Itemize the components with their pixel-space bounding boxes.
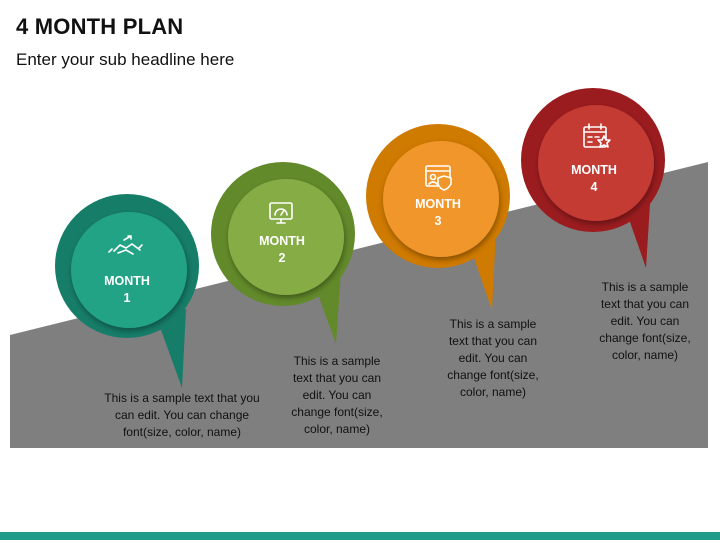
month-3-label: MONTH [415,197,461,211]
page-title: 4 MONTH PLAN [16,14,184,39]
month-1-marker[interactable]: MONTH 1 [55,194,199,388]
month-2-caption: This is a sample text that you can edit.… [291,354,383,436]
calendar-star-icon [583,123,611,148]
month-3-inner-circle [383,141,499,257]
month-3-caption: This is a sample text that you can edit.… [447,317,539,399]
month-1-inner-circle [71,212,187,328]
month-4-number: 4 [591,180,598,194]
gray-ramp [10,162,708,448]
month-3-marker[interactable]: MONTH 3 [366,124,510,310]
month-4-inner-circle [538,105,654,221]
bottom-accent-bar [0,532,720,540]
month-1-pin-tail [156,309,186,388]
month-3-number: 3 [435,214,442,228]
month-4-marker[interactable]: MONTH 4 [521,88,665,268]
month-1-label: MONTH [104,274,150,288]
month-4-label: MONTH [571,163,617,177]
page-subtitle: Enter your sub headline here [16,50,235,69]
month-1-caption: This is a sample text that you can edit.… [104,391,260,439]
id-shield-icon [425,165,452,191]
month-1-number: 1 [124,291,131,305]
month-2-label: MONTH [259,234,305,248]
handshake-icon [108,235,143,255]
month-2-inner-circle [228,179,344,295]
month-2-marker[interactable]: MONTH 2 [211,162,355,344]
month-4-caption: This is a sample text that you can edit.… [599,280,691,362]
monitor-gauge-icon [269,202,293,224]
month-2-number: 2 [279,251,286,265]
